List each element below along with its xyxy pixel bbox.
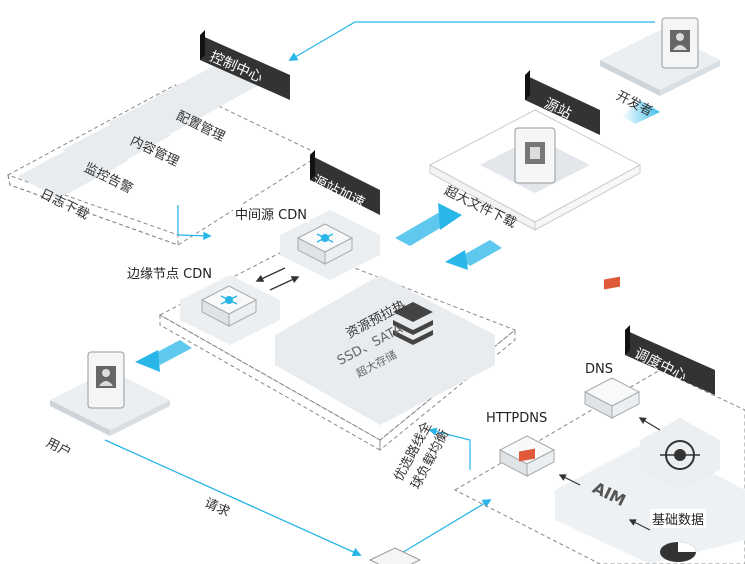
base-data-label: 基础数据 <box>650 509 707 528</box>
edge-cdn-label: 边缘节点 CDN <box>125 263 214 282</box>
acceleration-tag-shape <box>310 150 380 215</box>
origin-tag-shape <box>525 70 600 135</box>
base-data-to-aim-arrow <box>628 519 651 531</box>
httpdns-label: HTTPDNS <box>484 411 550 426</box>
user-request-line <box>104 439 362 557</box>
origin-panel <box>428 109 642 231</box>
edge-cdn-node <box>200 285 258 327</box>
acceleration-zone <box>158 244 516 452</box>
aim-to-dns-arrow <box>638 417 661 431</box>
storage-stack-icon <box>393 302 433 345</box>
acceleration-to-origin-arrowhead <box>438 203 462 230</box>
control-center-tag-shape <box>200 30 290 100</box>
acceleration-to-origin-beam <box>395 213 452 246</box>
control-center-menu-tiles <box>18 60 265 199</box>
mid-cdn-node <box>296 223 354 265</box>
dns-label: DNS <box>583 362 615 377</box>
httpdns-node <box>498 435 556 477</box>
request-target-node <box>368 547 422 564</box>
origin-to-acceleration-beam <box>458 240 502 266</box>
aim-to-httpdns-arrow <box>558 474 581 486</box>
mid-cdn-label: 中间源 CDN <box>233 204 309 223</box>
control-center-panel <box>7 84 313 246</box>
acceleration-to-user-beam <box>148 340 192 365</box>
user-pedestal <box>50 351 170 436</box>
developer-to-origin-beam <box>622 100 660 124</box>
routing-line <box>428 427 471 470</box>
storage-tile <box>275 275 495 425</box>
dns-node <box>583 276 641 419</box>
target-icon <box>660 440 700 470</box>
scheduling-tag-shape <box>625 325 715 395</box>
acceleration-to-user-arrowhead <box>135 350 160 372</box>
developer-pedestal <box>600 17 720 96</box>
request-to-scheduling-line <box>389 499 492 561</box>
control-to-acceleration-line <box>177 205 212 240</box>
pie-chart-icon <box>660 542 696 562</box>
mid-to-edge-arrow <box>255 267 286 282</box>
developer-to-control-arrow <box>288 21 655 61</box>
origin-to-acceleration-arrowhead <box>445 250 468 270</box>
edge-to-mid-arrow <box>269 276 300 291</box>
